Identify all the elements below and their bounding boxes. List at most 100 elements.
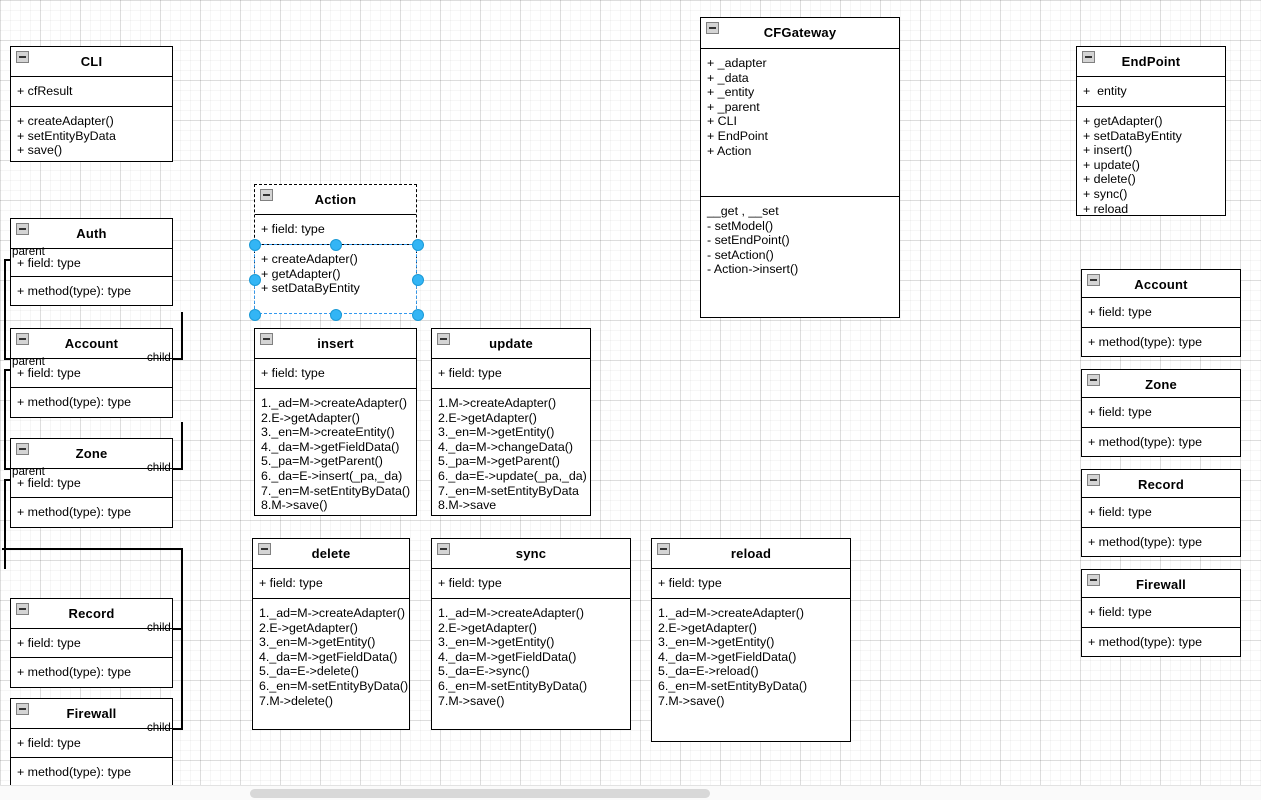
uml-methods-sync: 1._ad=M->createAdapter()2.E->getAdapter(… [432,599,630,715]
uml-class-name: update [489,336,533,351]
collapse-minus-icon[interactable] [16,333,29,345]
uml-method-row: 6._en=M-setEntityByData() [259,678,409,693]
uml-methods-endpoint: + getAdapter()+ setDataByEntity+ insert(… [1077,107,1225,223]
uml-attributes-update: + field: type [432,359,590,389]
collapse-minus-icon[interactable] [1087,374,1100,386]
uml-class-name: reload [730,546,772,561]
resize-handle-0[interactable] [249,239,261,251]
uml-method-row: - Action->insert() [707,262,799,277]
collapse-minus-icon[interactable] [16,223,29,235]
uml-attribute-row: + field: type [438,576,502,590]
uml-methods-cli: + createAdapter()+ setEntityByData+ save… [11,107,172,165]
relationship-edge-account-zone[interactable] [4,369,6,469]
collapse-minus-icon[interactable] [16,443,29,455]
uml-methods-zone-right: + method(type): type [1082,428,1240,457]
uml-method-row: 5._da=E->delete() [259,664,359,679]
collapse-minus-icon[interactable] [16,51,29,63]
uml-method-row: + reload [1083,201,1129,216]
uml-class-record-right[interactable]: Record+ field: type+ method(type): type [1081,469,1241,557]
uml-class-title-zone-right: Zone [1082,370,1240,398]
resize-handle-3[interactable] [249,274,261,286]
horizontal-scrollbar-thumb[interactable] [250,789,710,798]
uml-method-row: - setModel() [707,218,774,233]
uml-class-cfgateway[interactable]: CFGateway+ _adapter+ _data+ _entity+ _pa… [700,17,900,318]
relationship-edge-zone-record[interactable] [2,548,183,550]
uml-attribute-row: + field: type [17,256,81,270]
uml-method-row: 4._da=M->getFieldData() [438,649,577,664]
uml-methods-action: + createAdapter()+ getAdapter()+ setData… [255,245,416,303]
relationship-edge-zone-record[interactable] [4,479,6,569]
uml-method-row: + update() [1083,157,1140,172]
relationship-edge-zone-record[interactable] [181,548,183,648]
collapse-minus-icon[interactable] [657,543,670,555]
uml-attribute-row: + cfResult [17,84,73,98]
uml-class-account-right[interactable]: Account+ field: type+ method(type): type [1081,269,1241,357]
edge-label-child: child [147,461,171,474]
uml-class-action[interactable]: Action + field: type + createAdapter()+ ge… [254,184,417,314]
uml-attribute-row: + field: type [1088,605,1152,619]
uml-method-row: 2.E->getAdapter() [438,620,537,635]
uml-class-title-delete: delete [253,539,409,569]
uml-class-sync[interactable]: sync + field: type 1._ad=M->createAdapter(… [431,538,631,730]
uml-class-cli[interactable]: CLI+ cfResult+ createAdapter()+ setEntit… [10,46,173,162]
uml-class-name: CFGateway [763,25,837,40]
collapse-minus-icon[interactable] [16,603,29,615]
uml-class-title-action: Action [255,185,416,215]
collapse-minus-icon[interactable] [16,703,29,715]
collapse-minus-icon[interactable] [706,22,719,34]
resize-handle-4[interactable] [412,274,424,286]
collapse-minus-icon[interactable] [258,543,271,555]
uml-class-record-left[interactable]: Record+ field: type+ method(type): type [10,598,173,688]
collapse-minus-icon[interactable] [1087,574,1100,586]
uml-class-name: Firewall [66,706,117,721]
horizontal-scrollbar[interactable] [0,785,1261,800]
relationship-edge-auth-account[interactable] [181,312,183,360]
uml-class-name: Account [1134,277,1188,292]
uml-method-row: 7._en=M-setEntityByData [438,483,579,498]
collapse-minus-icon[interactable] [437,333,450,345]
uml-class-title-record-right: Record [1082,470,1240,498]
uml-methods-firewall-left: + method(type): type [11,758,172,786]
resize-handle-5[interactable] [249,309,261,321]
uml-class-firewall-left[interactable]: Firewall + field: type+ method(type): typ… [10,698,173,786]
uml-method-row: 2.E->getAdapter() [261,410,360,425]
uml-methods-zone-left: + method(type): type [11,498,172,527]
collapse-minus-icon[interactable] [260,189,273,201]
uml-class-zone-left[interactable]: Zone+ field: type+ method(type): type [10,438,173,528]
uml-attributes-delete: + field: type [253,569,409,599]
relationship-edge-account-zone[interactable] [181,422,183,470]
uml-class-firewall-right[interactable]: Firewall+ field: type+ method(type): typ… [1081,569,1241,657]
uml-attribute-row: + _data [707,70,749,85]
resize-handle-6[interactable] [330,309,342,321]
collapse-minus-icon[interactable] [1087,274,1100,286]
uml-method-row: 3._en=M->getEntity() [658,635,775,650]
uml-attribute-row: + field: type [261,222,325,236]
collapse-minus-icon[interactable] [1082,51,1095,63]
uml-class-zone-right[interactable]: Zone + field: type + method(type): type [1081,369,1241,457]
uml-class-title-sync: sync [432,539,630,569]
uml-attributes-insert: + field: type [255,359,416,389]
collapse-minus-icon[interactable] [260,333,273,345]
resize-handle-1[interactable] [330,239,342,251]
uml-method-row: + method(type): type [17,665,131,679]
uml-class-auth[interactable]: Auth+ field: type+ method(type): type [10,218,173,306]
resize-handle-7[interactable] [412,309,424,321]
uml-attributes-endpoint: + entity [1077,77,1225,107]
uml-class-account-left[interactable]: Account+ field: type+ method(type): type [10,328,173,418]
uml-attribute-row: + field: type [1088,505,1152,519]
uml-attribute-row: + field: type [1088,405,1152,419]
relationship-edge-auth-account[interactable] [4,259,6,359]
uml-attributes-firewall-left: + field: type [11,729,172,758]
collapse-minus-icon[interactable] [1087,474,1100,486]
relationship-edge-zone-firewall[interactable] [181,628,183,728]
collapse-minus-icon[interactable] [437,543,450,555]
uml-class-endpoint[interactable]: EndPoint+ entity+ getAdapter()+ setDataB… [1076,46,1226,216]
uml-method-row: + method(type): type [1088,435,1202,449]
resize-handle-2[interactable] [412,239,424,251]
uml-attribute-row: + field: type [17,366,81,380]
